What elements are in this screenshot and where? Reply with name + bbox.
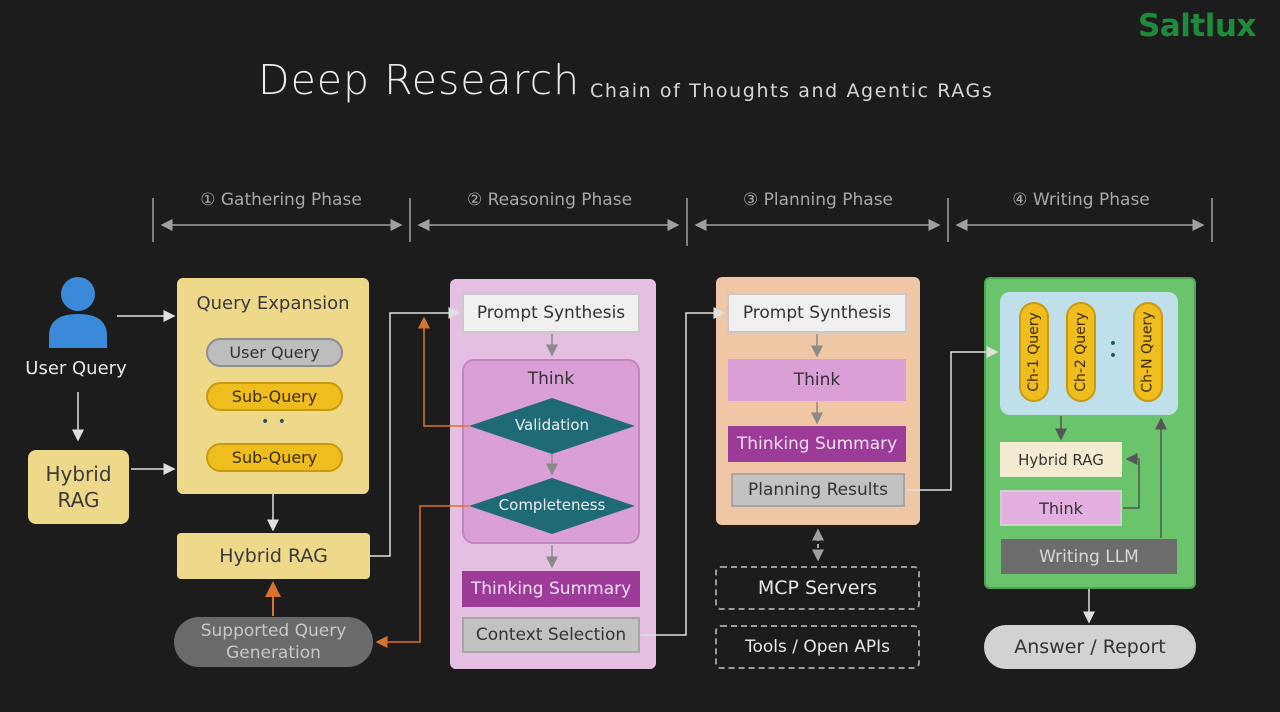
left-hybrid-rag-box: Hybrid RAG — [28, 450, 129, 524]
sub-query-pill-last: Sub-Query — [206, 443, 343, 472]
planning-prompt-synthesis-box: Prompt Synthesis — [727, 293, 907, 333]
planning-thinking-summary-box: Thinking Summary — [728, 426, 906, 462]
supported-query-generation-box: Supported Query Generation — [174, 617, 373, 667]
chn-query-pill: Ch-N Query — [1133, 302, 1163, 402]
chapter-ellipsis-dots: •• — [1108, 336, 1118, 364]
tools-open-apis-box: Tools / Open APIs — [715, 625, 920, 669]
ch1-query-pill: Ch-1 Query — [1019, 302, 1049, 402]
validation-diamond — [469, 398, 635, 454]
phase-reasoning: ② Reasoning Phase — [466, 190, 633, 210]
answer-report-box: Answer / Report — [984, 625, 1196, 669]
phase-gathering: ① Gathering Phase — [200, 190, 362, 210]
planning-think-box: Think — [728, 359, 906, 401]
planning-results-box: Planning Results — [731, 473, 905, 507]
phase-planning: ③ Planning Phase — [742, 190, 894, 210]
validation-label: Validation — [514, 416, 590, 434]
reasoning-prompt-synthesis-box: Prompt Synthesis — [462, 293, 640, 333]
page-subtitle: Chain of Thoughts and Agentic RAGs — [590, 80, 994, 102]
reasoning-thinking-summary-box: Thinking Summary — [462, 571, 640, 607]
writing-hybrid-rag-box: Hybrid RAG — [1000, 442, 1122, 477]
user-query-label: User Query — [25, 358, 127, 379]
sub-query-pill: Sub-Query — [206, 382, 343, 411]
saltlux-logo: Saltlux — [1138, 8, 1256, 44]
user-query-pill: User Query — [206, 338, 343, 367]
completeness-label: Completeness — [498, 496, 606, 514]
query-expansion-title: Query Expansion — [196, 293, 350, 314]
gathering-hybrid-rag-box: Hybrid RAG — [177, 533, 370, 579]
phase-writing: ④ Writing Phase — [1012, 190, 1150, 210]
ch2-query-pill: Ch-2 Query — [1066, 302, 1096, 402]
completeness-diamond — [469, 478, 635, 534]
writing-think-box: Think — [1000, 490, 1122, 526]
writing-llm-box: Writing LLM — [1001, 539, 1177, 574]
ellipsis-dots: • • — [261, 414, 288, 430]
page-title: Deep Research — [258, 56, 581, 104]
reasoning-think-label: Think — [527, 369, 575, 389]
context-selection-box: Context Selection — [462, 617, 640, 653]
mcp-servers-box: MCP Servers — [715, 566, 920, 610]
user-icon — [47, 276, 109, 348]
